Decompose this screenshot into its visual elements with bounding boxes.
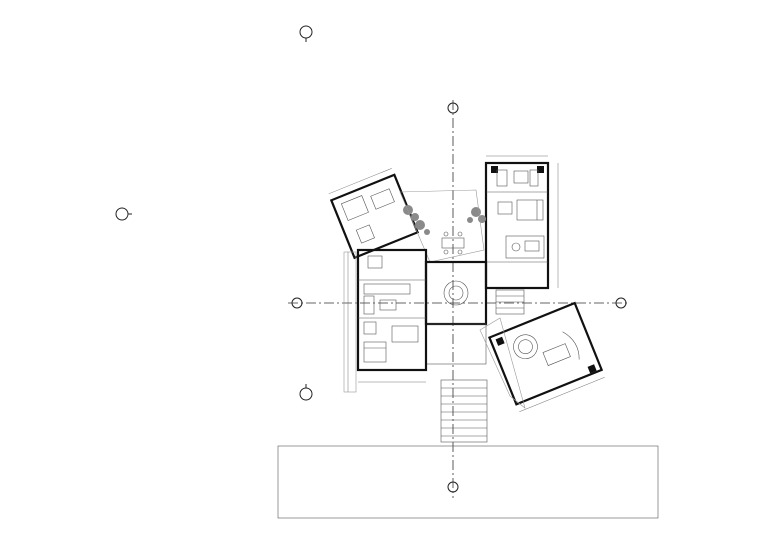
vegetation: [403, 205, 486, 235]
grid-marker-bottom-left: [299, 384, 313, 401]
grid-marker-top-left: [299, 25, 313, 42]
left-wing: [343, 248, 428, 393]
grid-markers: [115, 25, 627, 493]
central-hall: [424, 260, 488, 365]
entry-steps: [440, 379, 488, 443]
right-wing: [484, 155, 559, 315]
right-lower-wing: [487, 301, 605, 412]
grid-marker-left: [115, 207, 132, 221]
left-upper-wing: [328, 168, 420, 260]
lower-terrace: [479, 317, 526, 409]
upper-terrace: [399, 189, 485, 263]
site-boundary-block: [277, 445, 659, 519]
